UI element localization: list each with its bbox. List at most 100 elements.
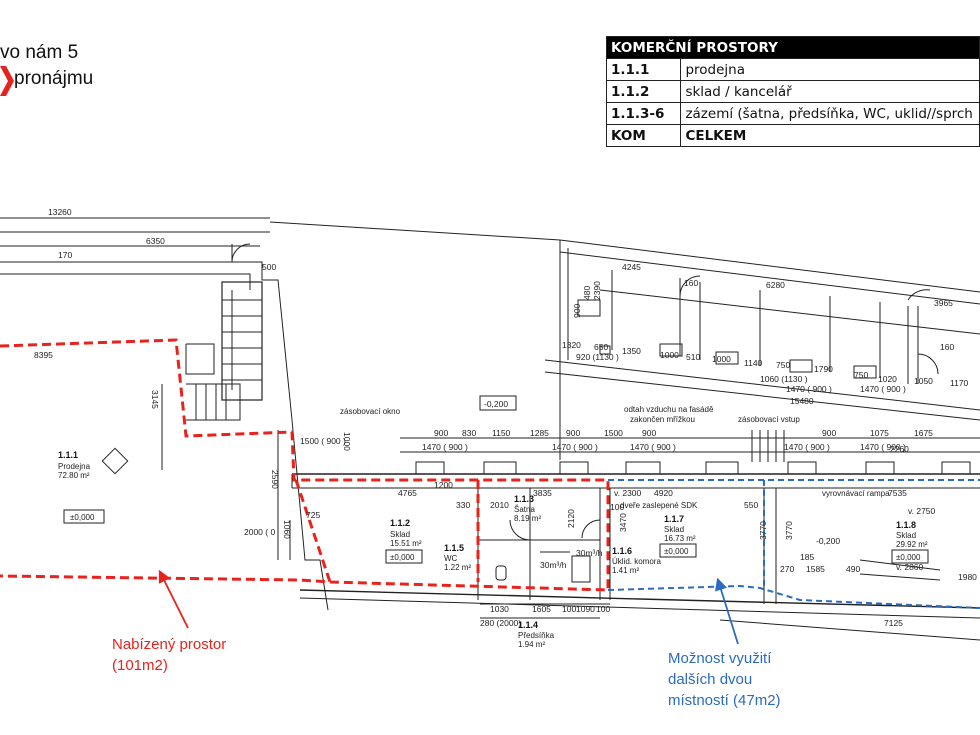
dim: 1150 bbox=[492, 428, 511, 438]
room-legend-table: KOMERČNÍ PROSTORY 1.1.1 prodejna 1.1.2 s… bbox=[605, 36, 980, 147]
dim: 550 bbox=[744, 500, 758, 510]
room-number: 1.1.2 bbox=[390, 518, 410, 528]
legend-desc: zázemí (šatna, předsíňka, WC, uklid//spr… bbox=[680, 102, 980, 125]
legend-desc: sklad / kancelář bbox=[680, 80, 980, 103]
dim: 1470 ( 900 ) bbox=[422, 442, 468, 452]
room-area: 16.73 m² bbox=[664, 534, 696, 543]
offered-arrow bbox=[158, 569, 189, 629]
room-area: 72.80 m² bbox=[58, 471, 90, 480]
dim: 1470 ( 900 ) bbox=[860, 442, 906, 452]
plan-annotations: zásobovací okno odtah vzduchu na fasádě … bbox=[340, 405, 890, 510]
legend-row: 1.1.2 sklad / kancelář bbox=[605, 80, 980, 103]
dim: 30m³/h bbox=[576, 548, 603, 558]
legend-header-row: KOMERČNÍ PROSTORY bbox=[606, 36, 980, 59]
dim: -0,200 bbox=[816, 536, 840, 546]
dim: 1000 bbox=[660, 350, 679, 360]
annotation-exhaust: odtah vzduchu na fasádě bbox=[624, 405, 714, 414]
dim: 1060 (1130 ) bbox=[760, 374, 808, 384]
room-1-1-3: 1.1.3 Šatna 8.19 m² bbox=[514, 494, 541, 523]
dim: 1980 bbox=[958, 572, 977, 582]
offered-area-note: Nabízený prostor (101m2) bbox=[112, 634, 226, 676]
dim: 330 bbox=[456, 500, 470, 510]
dim: 480 bbox=[582, 286, 592, 300]
dim: 1470 ( 900 ) bbox=[784, 442, 830, 452]
room-1-1-2: 1.1.2 Sklad 15.51 m² ±0,000 bbox=[385, 518, 423, 564]
dim: 1050 bbox=[914, 376, 933, 386]
dim: 650 bbox=[594, 342, 608, 352]
option-area-note: Možnost využití dalších dvou místností (… bbox=[668, 648, 781, 711]
dim: 4920 bbox=[654, 488, 673, 498]
dim: 2590 bbox=[270, 470, 280, 489]
dim: 2260 bbox=[890, 444, 909, 454]
room-area: 1.94 m² bbox=[518, 640, 545, 649]
legend-total-row: KOM CELKEM bbox=[605, 124, 980, 147]
room-name: Předsíňka bbox=[518, 631, 555, 640]
dim: 1470 ( 900 ) bbox=[786, 384, 832, 394]
dim: 2010 bbox=[490, 500, 509, 510]
dim: 160 bbox=[684, 278, 698, 288]
room-1-1-6: 1.1.6 Úklid. komora 1.41 m² bbox=[612, 546, 661, 575]
dim: 510 bbox=[686, 352, 700, 362]
dim: 280 (2000) bbox=[480, 618, 521, 628]
dim: 2390 bbox=[592, 281, 602, 300]
option-area-outline bbox=[607, 479, 980, 609]
page-header: vo nám 5 pronájmu bbox=[0, 40, 93, 92]
dim: 1470 ( 900 ) bbox=[552, 442, 598, 452]
room-labels: 1.1.1 Prodejna 72.80 m² ±0,000 1.1.2 Skl… bbox=[58, 450, 929, 649]
option-note-line-3: místností (47m2) bbox=[668, 692, 781, 709]
dim: 3770 bbox=[784, 521, 794, 540]
plan-walls bbox=[0, 217, 980, 641]
room-name: Sklad bbox=[896, 531, 916, 540]
dim: 1790 bbox=[814, 364, 833, 374]
dim: 4245 bbox=[622, 262, 641, 272]
room-area: 1.41 m² bbox=[612, 566, 639, 575]
room-area: 29.92 m² bbox=[896, 540, 928, 549]
room-1-1-1: 1.1.1 Prodejna 72.80 m² ±0,000 bbox=[58, 450, 105, 524]
legend-code: 1.1.1 bbox=[605, 58, 682, 81]
dim: 1500 ( 900 ) bbox=[300, 436, 346, 446]
legend-total-desc: CELKEM bbox=[680, 124, 980, 147]
dim: 1320 bbox=[562, 340, 581, 350]
annotation-exhaust-2: zakončen mřížkou bbox=[630, 415, 695, 424]
room-number: 1.1.6 bbox=[612, 546, 632, 556]
dim: 3145 bbox=[150, 390, 160, 409]
dimension-labels: 13260 6350 170 500 8395 3145 2590 1060 7… bbox=[34, 207, 977, 628]
annotation-supply-entry: zásobovací vstup bbox=[738, 415, 800, 424]
dim: 900 bbox=[572, 304, 582, 318]
dim: 1090 bbox=[576, 604, 595, 614]
room-number: 1.1.8 bbox=[896, 520, 916, 530]
room-name: Sklad bbox=[390, 530, 410, 539]
dim: v. 2860 bbox=[896, 562, 924, 572]
dim: 750 bbox=[776, 360, 790, 370]
dim: 270 bbox=[780, 564, 794, 574]
dim: 100 bbox=[610, 502, 624, 512]
dim: 1000 bbox=[712, 354, 731, 364]
dim: 1170 bbox=[950, 378, 969, 388]
room-name: Šatna bbox=[514, 505, 535, 514]
dim: -0,200 bbox=[484, 399, 508, 409]
dim: 15480 bbox=[790, 396, 814, 406]
room-name: Prodejna bbox=[58, 462, 91, 471]
dim: 7125 bbox=[884, 618, 903, 628]
legend-code: 1.1.2 bbox=[605, 80, 682, 103]
dim: 1000 bbox=[342, 432, 352, 451]
room-area: 1.22 m² bbox=[444, 563, 471, 572]
dim: 1500 bbox=[604, 428, 623, 438]
dim: 170 bbox=[58, 250, 72, 260]
dim: 490 bbox=[846, 564, 860, 574]
dim: 8395 bbox=[34, 350, 53, 360]
room-number: 1.1.1 bbox=[58, 450, 78, 460]
dim: 3770 bbox=[758, 521, 768, 540]
dim: 1060 bbox=[282, 520, 292, 539]
dim: 100 bbox=[596, 604, 610, 614]
dim: 1020 bbox=[878, 374, 897, 384]
dim: 6280 bbox=[766, 280, 785, 290]
dim: 4765 bbox=[398, 488, 417, 498]
dim: 1585 bbox=[806, 564, 825, 574]
room-number: 1.1.4 bbox=[518, 620, 538, 630]
offered-area-outline bbox=[0, 338, 610, 592]
room-1-1-4: 1.1.4 Předsíňka 1.94 m² bbox=[518, 620, 555, 649]
dim: 1675 bbox=[914, 428, 933, 438]
room-area: 8.19 m² bbox=[514, 514, 541, 523]
